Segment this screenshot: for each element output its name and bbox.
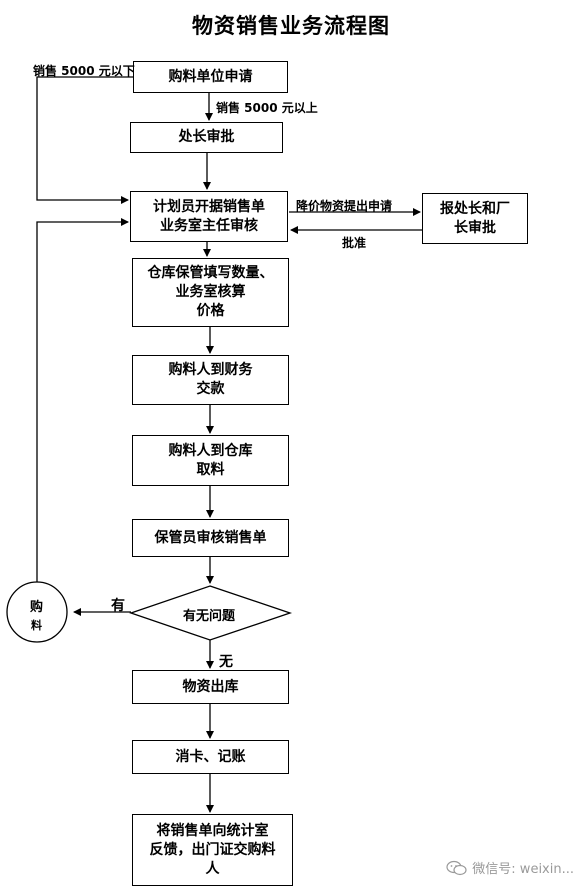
label-approve: 批准 [342,236,367,250]
decision-diamond [128,585,293,641]
node-keeper: 保管员审核销售单 [132,519,289,557]
node-cancel: 消卡、记账 [132,740,289,774]
label-reduce-price: 降价物资提出申请 [296,199,393,213]
node-planner: 计划员开据销售单 业务室主任审核 [130,191,288,242]
watermark: 微信号: weixin... [446,858,574,877]
label-yes: 有 [111,598,125,614]
arrow-below5000-bypass [36,76,133,204]
node-apply: 购料单位申请 [133,61,288,93]
node-out: 物资出库 [132,670,289,704]
node-pickup: 购料人到仓库 取料 [132,435,289,486]
node-question: 有无问题 [183,609,236,624]
buy-circle-text-bottom: 料 [31,619,42,632]
arrow-buy-to-planner [36,218,129,582]
node-feedback: 将销售单向统计室 反馈，出门证交购料 人 [132,814,293,886]
wechat-icon [446,860,467,875]
label-no: 无 [219,654,233,670]
label-above5000: 销售 5000 元以上 [216,101,318,115]
node-pay: 购料人到财务 交款 [132,355,289,405]
buy-circle-text-top: 购 [30,600,44,615]
diagram-title: 物资销售业务流程图 [192,14,390,38]
buy-circle [6,581,68,643]
watermark-text: 微信号: weixin... [472,862,574,877]
node-report: 报处长和厂 长审批 [422,193,528,244]
label-below5000: 销售 5000 元以下 [33,64,135,78]
node-warehouse: 仓库保管填写数量、 业务室核算 价格 [132,258,289,327]
node-chief-approve: 处长审批 [130,122,283,153]
